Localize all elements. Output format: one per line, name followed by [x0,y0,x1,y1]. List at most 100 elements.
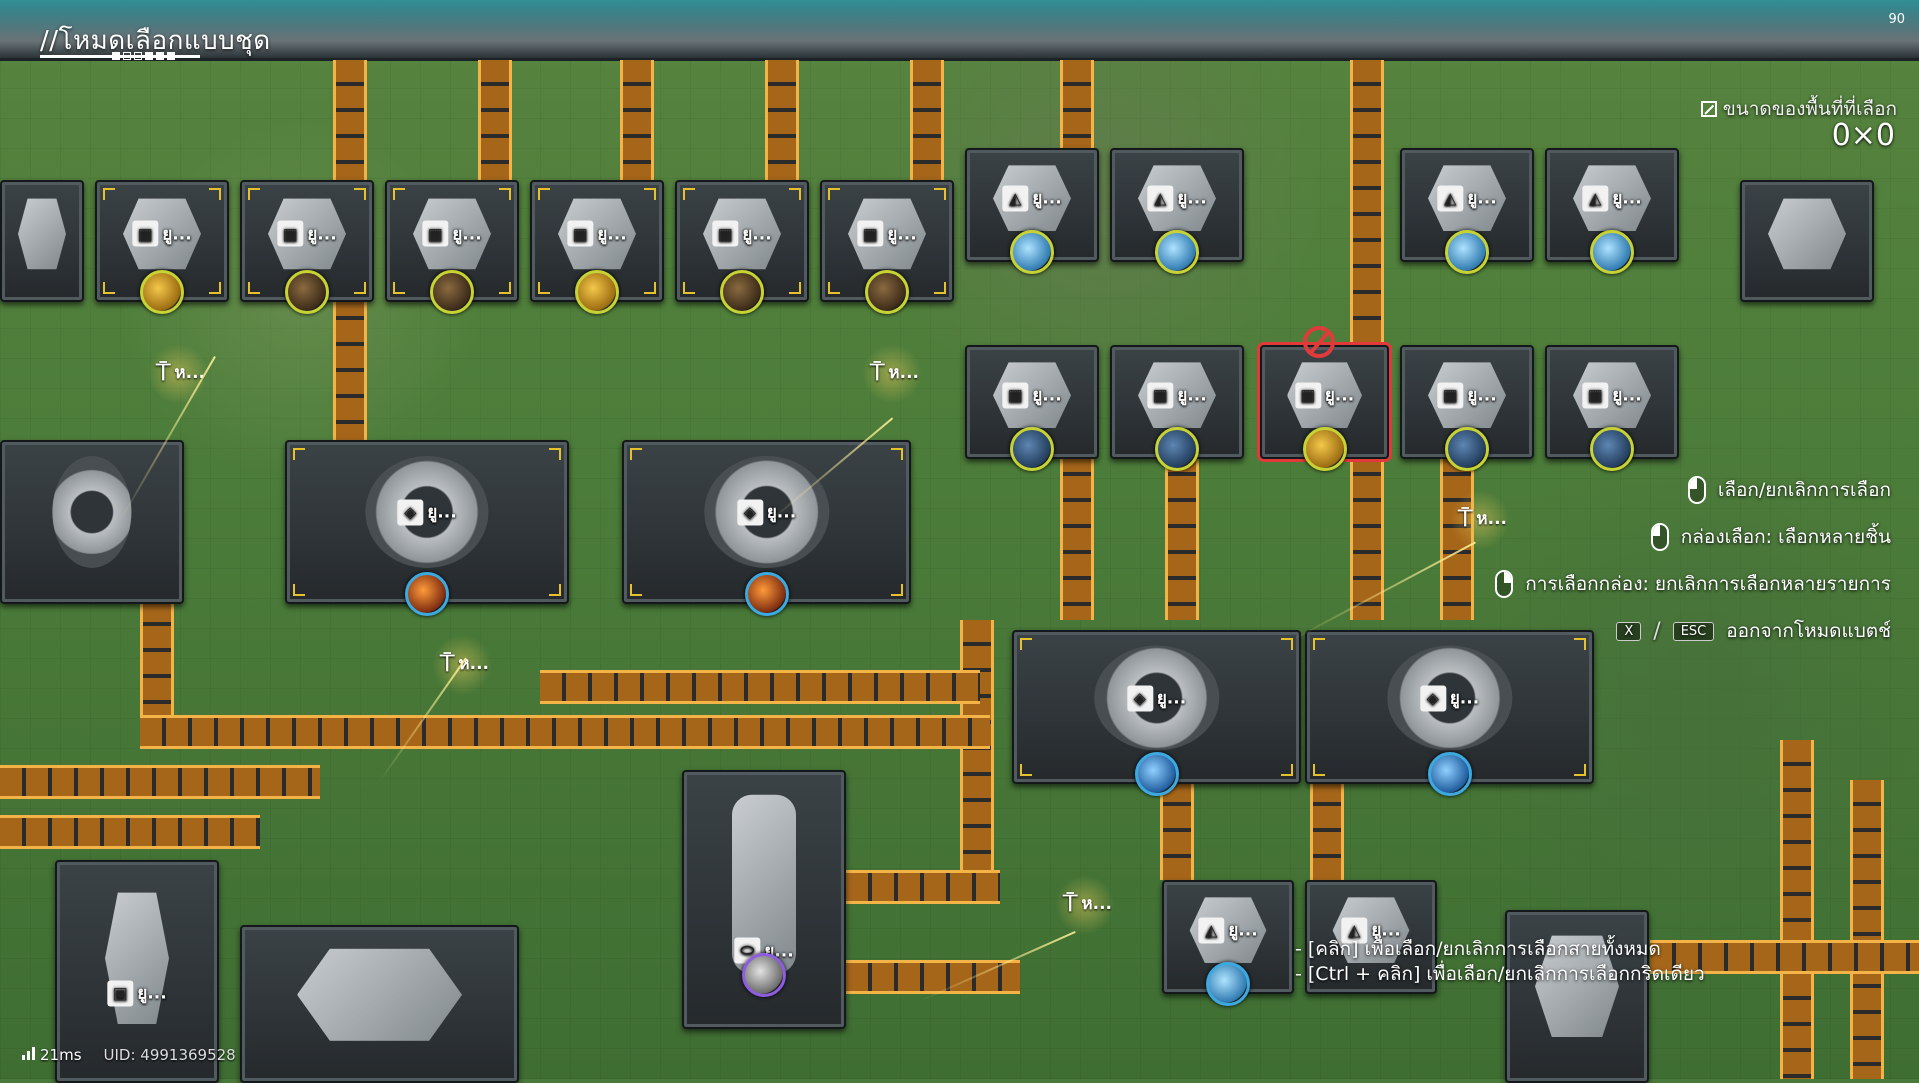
conveyor-belt[interactable] [540,670,980,704]
refinery-machine[interactable]: ▦ยู... [1545,345,1679,471]
output-item-icon [865,270,909,314]
power-pylon[interactable]: ⍑ห... [1450,490,1510,550]
conveyor-belt[interactable] [0,815,260,849]
conveyor-belt[interactable] [0,765,320,799]
ping-indicator: 21ms [22,1046,82,1064]
crusher-machine[interactable]: ◭ยู... [1400,148,1534,274]
pylon-icon: ⍑ [1458,504,1473,532]
machine-label: ▦ยู... [277,220,337,247]
user-id: UID: 4991369528 [103,1046,236,1064]
blocked-warning-icon [1303,326,1335,358]
output-item-icon [1590,230,1634,274]
factory-icon: ▦ [1002,382,1029,409]
refinery-machine[interactable]: ▦ยู... [385,180,519,314]
mouse-left-icon [1650,523,1669,551]
machine-label: ◈ยู... [1419,685,1479,712]
selected-area-label: ขนาดของพื้นที่ที่เลือก [1700,94,1897,124]
status-bar: 21ms UID: 4991369528 [22,1046,236,1064]
fabricator-machine[interactable]: ◈ยู... [285,440,569,616]
factory-icon: ▦ [712,220,739,247]
refinery-machine-invalid[interactable]: ▦ยู... [1260,345,1389,471]
signal-icon [22,1047,35,1060]
output-item-icon [744,572,789,616]
factory-icon: ▦ [567,220,594,247]
conveyor-belt[interactable] [1060,450,1094,620]
factory-icon: ▦ [422,220,449,247]
refinery-machine[interactable]: ▦ยู... [965,345,1099,471]
refinery-machine[interactable]: ▦ยู... [820,180,954,314]
refinery-machine[interactable]: ▦ยู... [240,180,374,314]
crusher-machine[interactable]: ◭ยู... [1305,880,1437,994]
fabricator-machine[interactable]: ◈ยู... [622,440,911,616]
output-item-icon [1155,230,1199,274]
assembler-icon: ◈ [736,499,763,526]
storage-machine[interactable] [1505,910,1649,1083]
conveyor-belt[interactable] [1850,780,1884,1079]
expand-icon [1700,101,1717,117]
output-item-icon [1010,230,1054,274]
top-right-counter: 90 [1888,12,1905,27]
factory-icon: ▦ [1437,382,1464,409]
conveyor-belt[interactable] [820,870,1000,904]
crusher-machine[interactable]: ◭ยู... [1545,148,1679,274]
crusher-machine[interactable]: ◭ยู... [1162,880,1294,1006]
machine-label: ▣ยู... [107,980,167,1007]
machine-label: ▦ยู... [1147,382,1207,409]
pylon-icon: ⍑ [156,358,171,386]
crusher-machine[interactable]: ◭ยู... [965,148,1099,274]
refinery-machine[interactable]: ▦ยู... [1400,345,1534,471]
depot-icon: ▣ [107,980,134,1007]
fabricator-machine[interactable] [0,440,184,604]
pylon-icon: ⍑ [870,358,885,386]
conveyor-belt[interactable] [960,620,994,880]
power-pylon[interactable]: ⍑ห... [862,344,922,404]
control-hint-exit: X / ESC ออกจากโหมดแบตช์ [1616,616,1891,646]
refinery-machine[interactable] [1740,180,1874,302]
control-hint-box-deselect: การเลือกกล่อง: ยกเลิกการเลือกหลายรายการ [1495,569,1891,599]
packer-machine[interactable]: ⬭ยู... [682,770,846,1029]
conveyor-belt[interactable] [140,600,174,730]
output-item-icon [430,270,474,314]
refinery-machine[interactable]: ▦ยู... [1110,345,1244,471]
refinery-machine[interactable]: ▦ยู... [530,180,664,314]
machine-label: ▦ยู... [1437,382,1497,409]
factory-icon: ▦ [1147,382,1174,409]
output-item-icon [140,270,184,314]
conveyor-belt[interactable] [1160,780,1194,880]
machine-label: ◈ยู... [1126,685,1186,712]
mouse-left-icon [1687,476,1706,504]
conveyor-belt[interactable] [1310,780,1344,880]
conveyor-belt[interactable] [1060,60,1094,150]
control-hints: เลือก/ยกเลิกการเลือก กล่องเลือก: เลือกหล… [1495,475,1891,646]
refinery-machine[interactable]: ▦ยู... [675,180,809,314]
conveyor-belt[interactable] [1780,740,1814,1079]
belt-selection-hints: - [คลิก] เพื่อเลือก/ยกเลิกการเลือกสายทั้… [1295,937,1705,987]
title-decoration [112,52,175,60]
crusher-machine[interactable]: ◭ยู... [1110,148,1244,274]
power-pylon[interactable]: ⍑ห... [1055,875,1115,935]
output-item-icon [1134,752,1179,796]
output-item-icon [1010,427,1054,471]
machine-label: ◭ยู... [1147,185,1207,212]
loader-machine[interactable] [240,925,519,1083]
conveyor-belt[interactable] [1650,940,1919,974]
factory-icon: ▦ [1582,382,1609,409]
output-item-icon [405,572,449,616]
conveyor-belt[interactable] [140,715,990,749]
refinery-machine[interactable] [0,180,84,302]
fabricator-machine[interactable]: ◈ยู... [1012,630,1301,796]
conveyor-belt[interactable] [820,960,1020,994]
conveyor-belt[interactable] [1165,450,1199,620]
machine-label: ▦ยู... [712,220,772,247]
power-pylon[interactable]: ⍑ห... [148,344,208,404]
refinery-machine[interactable]: ▦ยู... [95,180,229,314]
machine-label: ◈ยู... [397,499,457,526]
machine-label: ▦ยู... [857,220,917,247]
depot-machine[interactable]: ▣ยู... [55,860,219,1083]
factory-icon: ▦ [1294,382,1321,409]
fabricator-machine[interactable]: ◈ยู... [1305,630,1594,796]
conveyor-belt[interactable] [1350,60,1384,620]
output-item-icon [1155,427,1199,471]
machine-label: ▦ยู... [1294,382,1354,409]
